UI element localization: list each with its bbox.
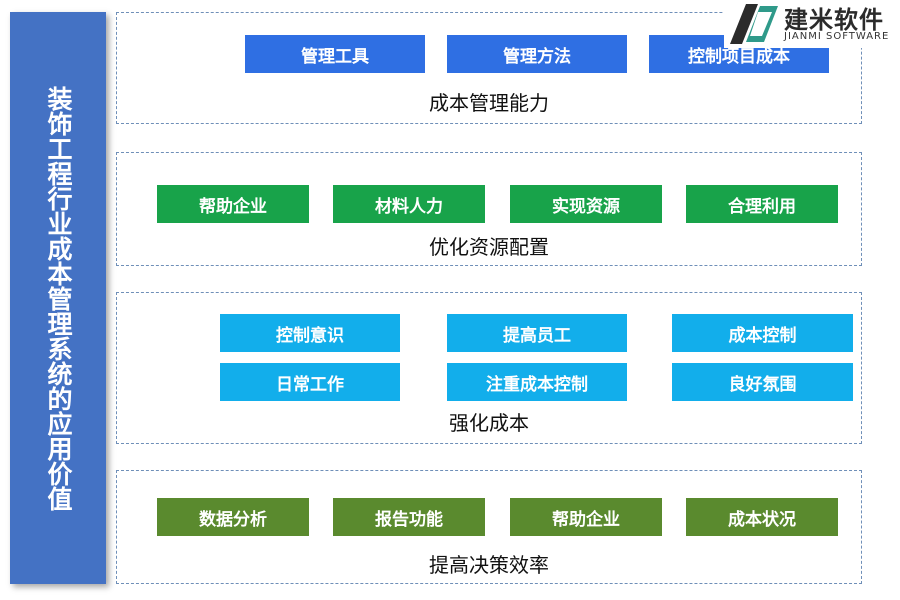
item-control-awareness: 控制意识 (220, 314, 400, 352)
section-caption: 优化资源配置 (429, 235, 549, 259)
item-focus-cost-control: 注重成本控制 (447, 363, 627, 401)
sidebar-title-panel: 装饰工程行业成本管理系统的应用价值 (10, 12, 106, 584)
item-achieve-resources: 实现资源 (510, 185, 662, 223)
item-cost-status: 成本状况 (686, 498, 838, 536)
jianmi-logo-icon (730, 4, 778, 44)
item-data-analysis: 数据分析 (157, 498, 309, 536)
item-management-methods: 管理方法 (447, 35, 627, 73)
sidebar-title: 装饰工程行业成本管理系统的应用价值 (44, 85, 73, 511)
brand-logo: 建米软件 JIANMI SOFTWARE (724, 0, 900, 48)
section-decision-efficiency: 数据分析 报告功能 帮助企业 成本状况 提高决策效率 (116, 470, 862, 584)
section-caption: 成本管理能力 (429, 91, 549, 115)
item-report-function: 报告功能 (333, 498, 485, 536)
item-cost-control: 成本控制 (672, 314, 853, 352)
logo-subtitle: JIANMI SOFTWARE (784, 31, 890, 42)
item-good-atmosphere: 良好氛围 (672, 363, 853, 401)
item-help-enterprise: 帮助企业 (157, 185, 309, 223)
item-daily-work: 日常工作 (220, 363, 400, 401)
section-caption: 强化成本 (449, 411, 529, 435)
item-reasonable-use: 合理利用 (686, 185, 838, 223)
item-improve-staff: 提高员工 (447, 314, 627, 352)
section-strengthen-cost: 控制意识 提高员工 成本控制 日常工作 注重成本控制 良好氛围 强化成本 (116, 292, 862, 444)
item-help-enterprise-2: 帮助企业 (510, 498, 662, 536)
item-management-tools: 管理工具 (245, 35, 425, 73)
section-caption: 提高决策效率 (429, 553, 549, 577)
section-resource-allocation: 帮助企业 材料人力 实现资源 合理利用 优化资源配置 (116, 152, 862, 266)
logo-name: 建米软件 (784, 6, 884, 34)
item-materials-labor: 材料人力 (333, 185, 485, 223)
